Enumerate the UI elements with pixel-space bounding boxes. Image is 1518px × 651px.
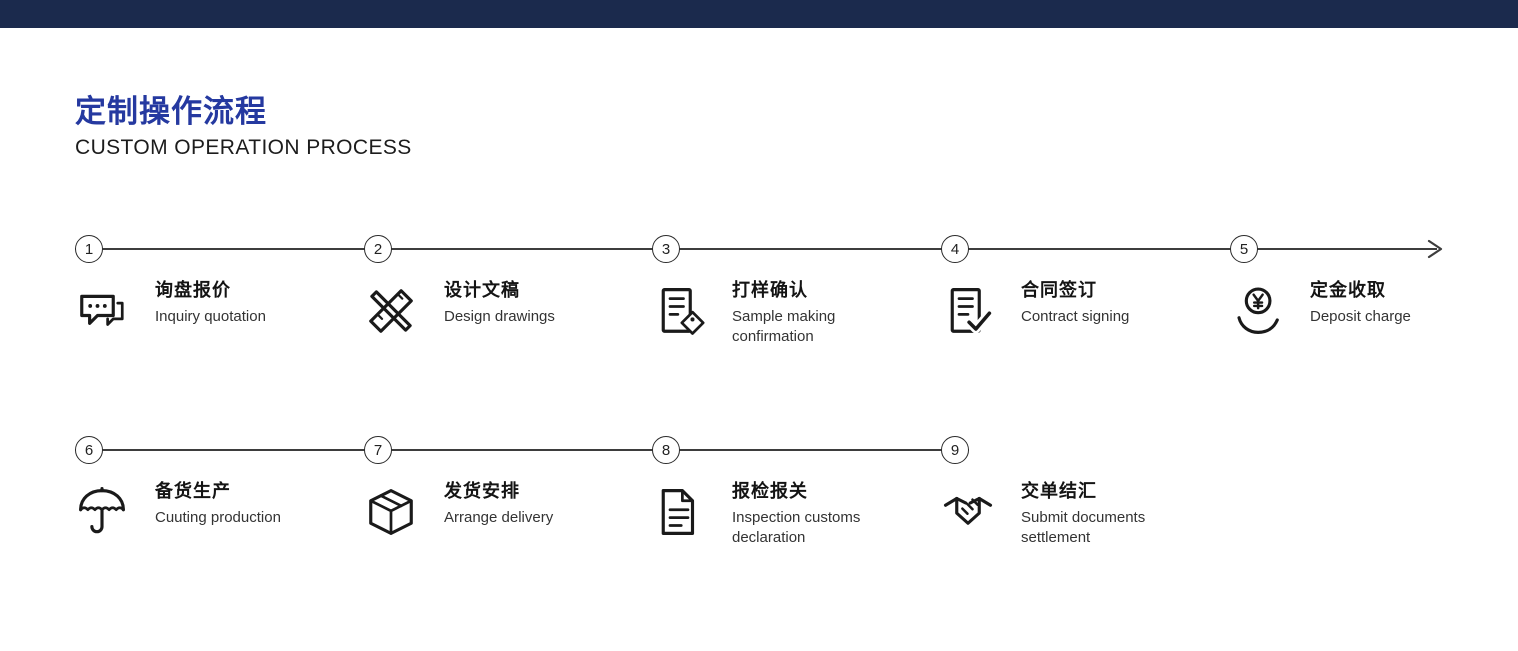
step-subtitle-en: Inspection customs declaration bbox=[732, 508, 861, 546]
step-text: 设计文稿 Design drawings bbox=[444, 280, 604, 327]
hand-coin-icon bbox=[1230, 284, 1284, 338]
step-number-circle: 2 bbox=[364, 235, 392, 263]
step-number-circle: 1 bbox=[75, 235, 103, 263]
step-subtitle-en: Design drawings bbox=[444, 307, 555, 325]
step-text: 打样确认 Sample making confirmation bbox=[732, 280, 892, 347]
step-text: 备货生产 Cuuting production bbox=[155, 481, 315, 528]
step-subtitle-en: Contract signing bbox=[1021, 307, 1130, 325]
process-step: 发货安排 Arrange delivery bbox=[364, 481, 604, 539]
step-text: 交单结汇 Submit documents settlement bbox=[1021, 481, 1181, 548]
step-text: 报检报关 Inspection customs declaration bbox=[732, 481, 892, 548]
step-title-zh: 报检报关 bbox=[732, 481, 808, 501]
step-subtitle-en: Inquiry quotation bbox=[155, 307, 266, 325]
umbrella-icon bbox=[75, 485, 129, 539]
process-step: 询盘报价 Inquiry quotation bbox=[75, 280, 315, 338]
document-check-icon bbox=[941, 284, 995, 338]
step-title-zh: 定金收取 bbox=[1310, 280, 1386, 300]
step-title-zh: 打样确认 bbox=[732, 280, 808, 300]
document-lines-icon bbox=[652, 485, 706, 539]
step-title-zh: 交单结汇 bbox=[1021, 481, 1097, 501]
package-box-icon bbox=[364, 485, 418, 539]
step-title-zh: 询盘报价 bbox=[155, 280, 231, 300]
step-text: 发货安排 Arrange delivery bbox=[444, 481, 604, 528]
step-number-circle: 6 bbox=[75, 436, 103, 464]
process-step: 打样确认 Sample making confirmation bbox=[652, 280, 892, 347]
step-subtitle-en: Deposit charge bbox=[1310, 307, 1411, 325]
page-title: 定制操作流程 bbox=[75, 94, 267, 129]
chat-quote-icon bbox=[75, 284, 129, 338]
step-number-circle: 5 bbox=[1230, 235, 1258, 263]
timeline-line-row1 bbox=[75, 248, 1437, 250]
process-step: 定金收取 Deposit charge bbox=[1230, 280, 1470, 338]
step-number-circle: 7 bbox=[364, 436, 392, 464]
design-tools-icon bbox=[364, 284, 418, 338]
step-title-zh: 设计文稿 bbox=[444, 280, 520, 300]
handshake-icon bbox=[941, 485, 995, 539]
process-step: 合同签订 Contract signing bbox=[941, 280, 1181, 338]
step-subtitle-en: Submit documents settlement bbox=[1021, 508, 1146, 546]
step-title-zh: 备货生产 bbox=[155, 481, 231, 501]
arrow-right-icon bbox=[1427, 239, 1443, 259]
step-number-circle: 8 bbox=[652, 436, 680, 464]
step-subtitle-en: Sample making confirmation bbox=[732, 307, 836, 345]
step-text: 合同签订 Contract signing bbox=[1021, 280, 1181, 327]
page-subtitle: CUSTOM OPERATION PROCESS bbox=[75, 136, 412, 159]
step-subtitle-en: Cuuting production bbox=[155, 508, 281, 526]
process-step: 交单结汇 Submit documents settlement bbox=[941, 481, 1181, 548]
document-tag-icon bbox=[652, 284, 706, 338]
timeline-line-row2 bbox=[75, 449, 969, 451]
step-title-zh: 合同签订 bbox=[1021, 280, 1097, 300]
step-subtitle-en: Arrange delivery bbox=[444, 508, 554, 526]
process-step: 备货生产 Cuuting production bbox=[75, 481, 315, 539]
step-text: 询盘报价 Inquiry quotation bbox=[155, 280, 315, 327]
step-number-circle: 4 bbox=[941, 235, 969, 263]
step-text: 定金收取 Deposit charge bbox=[1310, 280, 1470, 327]
step-number-circle: 3 bbox=[652, 235, 680, 263]
step-number-circle: 9 bbox=[941, 436, 969, 464]
step-title-zh: 发货安排 bbox=[444, 481, 520, 501]
top-accent-bar bbox=[0, 0, 1518, 28]
process-step: 报检报关 Inspection customs declaration bbox=[652, 481, 892, 548]
process-step: 设计文稿 Design drawings bbox=[364, 280, 604, 338]
